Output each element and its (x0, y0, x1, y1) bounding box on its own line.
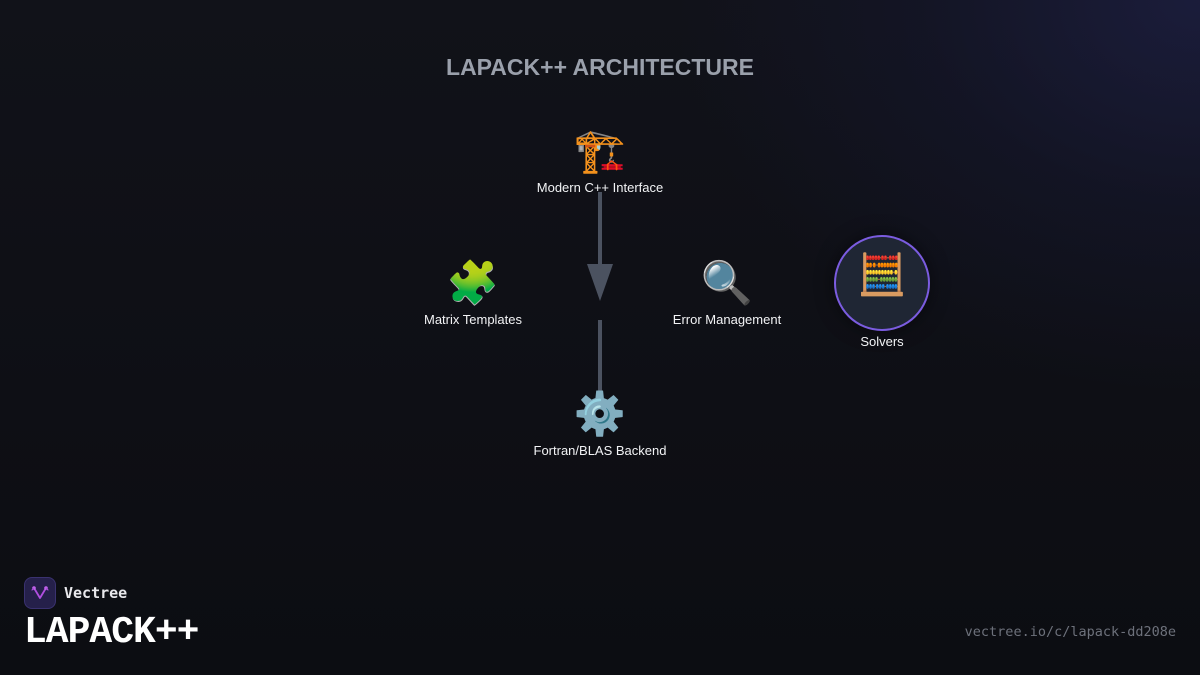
connector-line-top (598, 192, 602, 266)
diagram-title: LAPACK++ ARCHITECTURE (446, 54, 754, 80)
brand-name: Vectree (64, 584, 128, 602)
highlight-ring: 🧮 (834, 235, 930, 331)
node-label: Modern C++ Interface (536, 180, 664, 195)
gear-icon: ⚙️ (573, 389, 627, 438)
node-label: Solvers (860, 334, 904, 349)
node-error-management[interactable]: 🔍 Error Management (673, 258, 781, 327)
node-fortran-blas-backend[interactable]: ⚙️ Fortran/BLAS Backend (534, 389, 667, 458)
vectree-logo-icon (24, 577, 56, 609)
puzzle-piece-icon: 🧩 (446, 258, 500, 307)
node-label: Matrix Templates (423, 312, 523, 327)
arrow-down-icon (587, 264, 613, 301)
node-modern-cpp-interface[interactable]: 🏗️ Modern C++ Interface (537, 126, 663, 195)
product-name: LAPACK++ (24, 611, 199, 654)
construction-crane-icon: 🏗️ (573, 126, 627, 175)
tree-branch-icon (31, 586, 49, 599)
node-matrix-templates[interactable]: 🧩 Matrix Templates (424, 258, 522, 327)
brand: Vectree (24, 577, 127, 609)
node-label: Fortran/BLAS Backend (533, 443, 667, 458)
share-url[interactable]: vectree.io/c/lapack-dd208e (964, 624, 1176, 640)
magnifying-glass-icon: 🔍 (700, 258, 754, 307)
connector-line-bottom (598, 320, 602, 400)
node-solvers[interactable]: 🧮 Solvers (834, 235, 930, 349)
abacus-icon: 🧮 (857, 252, 907, 298)
node-label: Error Management (672, 312, 782, 327)
